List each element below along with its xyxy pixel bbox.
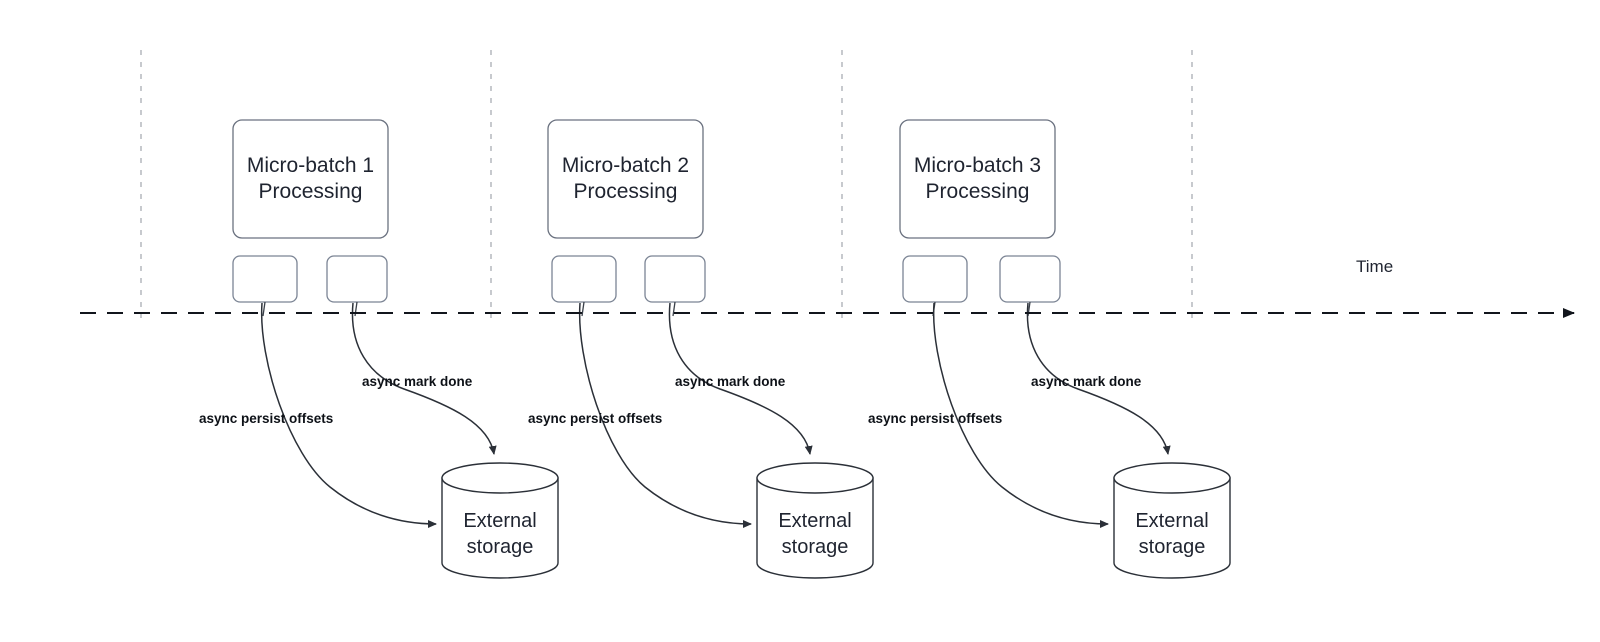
mark-done-task-box-1[interactable] [326, 255, 388, 303]
edge-persist-offsets-1 [260, 302, 437, 528]
micro-batch-node-2[interactable]: Micro-batch 2 Processing [547, 119, 704, 239]
edge-label-persist-offsets-1: async persist offsets [199, 411, 333, 426]
group-2: Micro-batch 2 Processing async persist off… [528, 119, 874, 579]
edge-label-persist-offsets-3: async persist offsets [868, 411, 1002, 426]
edge-label-mark-done-1: async mark done [362, 374, 473, 389]
persist-task-stem-2 [581, 301, 585, 317]
micro-batch-title-3: Micro-batch 3 [914, 154, 1041, 177]
edge-mark-done-2 [668, 302, 813, 455]
mark-done-task-stem-2 [672, 301, 676, 317]
edge-label-mark-done-3: async mark done [1031, 374, 1142, 389]
persist-task-stem-1 [262, 301, 266, 317]
micro-batch-node-1[interactable]: Micro-batch 1 Processing [232, 119, 389, 239]
time-axis-label: Time [1356, 257, 1393, 276]
external-storage-node-1[interactable]: External storage [441, 462, 559, 579]
micro-batch-node-3[interactable]: Micro-batch 3 Processing [899, 119, 1056, 239]
edge-label-mark-done-2: async mark done [675, 374, 786, 389]
micro-batch-subtitle-1: Processing [259, 180, 363, 203]
external-storage-node-2[interactable]: External storage [756, 462, 874, 579]
group-3: Micro-batch 3 Processing async persist off… [868, 119, 1231, 579]
micro-batch-title-1: Micro-batch 1 [247, 154, 374, 177]
external-storage-subtitle-3: storage [1139, 536, 1206, 558]
persist-task-box-3[interactable] [902, 255, 968, 303]
micro-batch-subtitle-2: Processing [574, 180, 678, 203]
external-storage-title-1: External [463, 510, 536, 532]
edge-label-persist-offsets-2: async persist offsets [528, 411, 662, 426]
external-storage-subtitle-2: storage [782, 536, 849, 558]
persist-task-box-1[interactable] [232, 255, 298, 303]
group-1: Micro-batch 1 Processing async persist off… [199, 119, 559, 579]
mark-done-task-box-3[interactable] [999, 255, 1061, 303]
mark-done-task-box-2[interactable] [644, 255, 706, 303]
external-storage-node-3[interactable]: External storage [1113, 462, 1231, 579]
micro-batch-groups: Micro-batch 1 Processing async persist off… [199, 119, 1231, 579]
batch-boundary-separators [140, 50, 1193, 318]
micro-batch-title-2: Micro-batch 2 [562, 154, 689, 177]
external-storage-title-2: External [778, 510, 851, 532]
micro-batch-subtitle-3: Processing [926, 180, 1030, 203]
edge-persist-offsets-2 [578, 302, 752, 528]
edge-mark-done-3 [1026, 302, 1171, 455]
external-storage-title-3: External [1135, 510, 1208, 532]
edge-mark-done-1 [351, 302, 497, 455]
external-storage-subtitle-1: storage [467, 536, 534, 558]
persist-task-box-2[interactable] [551, 255, 617, 303]
edge-persist-offsets-3 [932, 302, 1109, 528]
time-axis: Time [80, 257, 1575, 318]
